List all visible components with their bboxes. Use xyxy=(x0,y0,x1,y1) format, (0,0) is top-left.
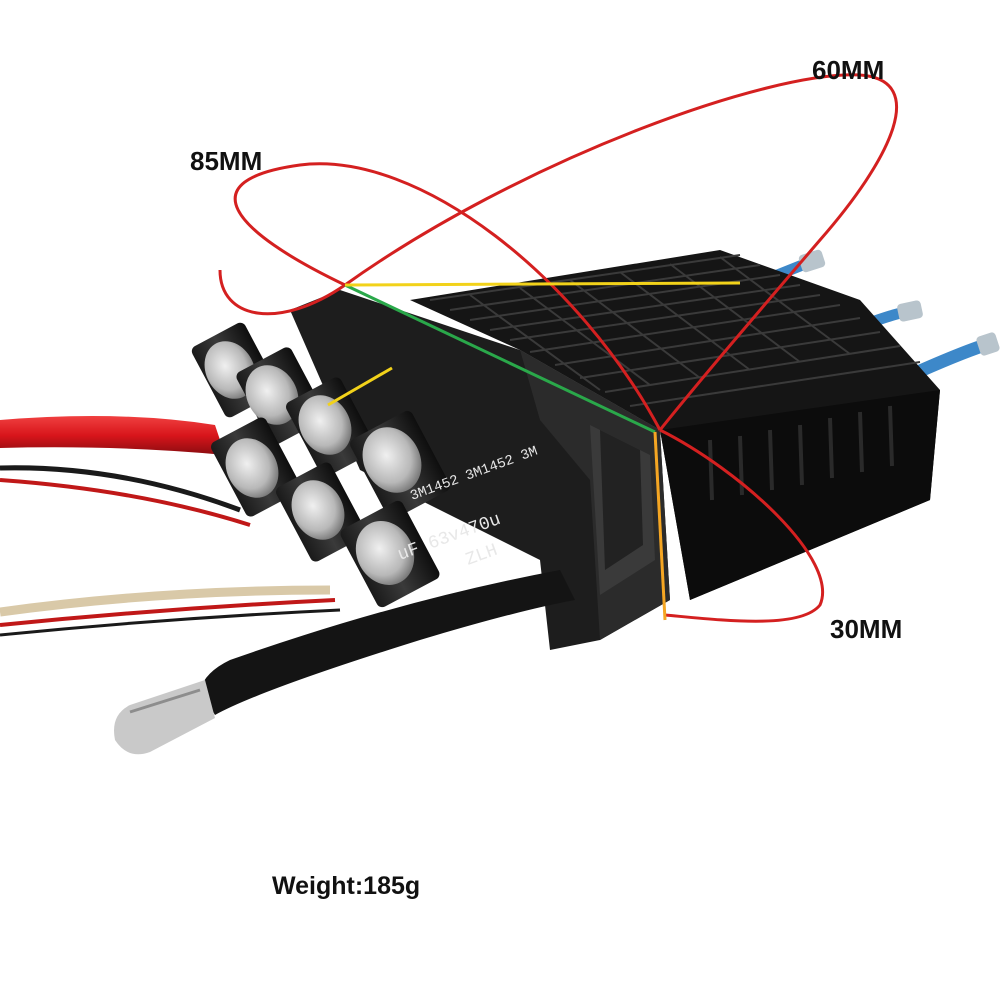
height-line xyxy=(653,431,667,621)
black-power-wire xyxy=(114,570,575,755)
height-ellipse xyxy=(659,428,824,623)
weight-caption: Weight:185g xyxy=(272,872,421,900)
capacitors: 3M1452 3M1452 3M uF 63v470u ZLH xyxy=(191,322,540,608)
heatsink xyxy=(410,250,940,600)
height-label: 30MM xyxy=(830,614,903,644)
measurement-lines xyxy=(327,281,741,621)
length-ellipse xyxy=(233,162,662,431)
signal-wires xyxy=(0,465,341,637)
red-power-wire xyxy=(0,416,225,455)
width-line-top xyxy=(344,281,741,287)
width-line-bottom xyxy=(327,366,393,407)
length-line xyxy=(344,283,656,434)
length-label: 85MM xyxy=(190,146,263,176)
capacitor-print-3: ZLH xyxy=(463,541,500,571)
length-ellipse-lower xyxy=(218,269,346,316)
dimension-outlines xyxy=(218,73,899,623)
width-ellipse xyxy=(344,73,899,431)
width-label: 60MM xyxy=(812,55,885,85)
